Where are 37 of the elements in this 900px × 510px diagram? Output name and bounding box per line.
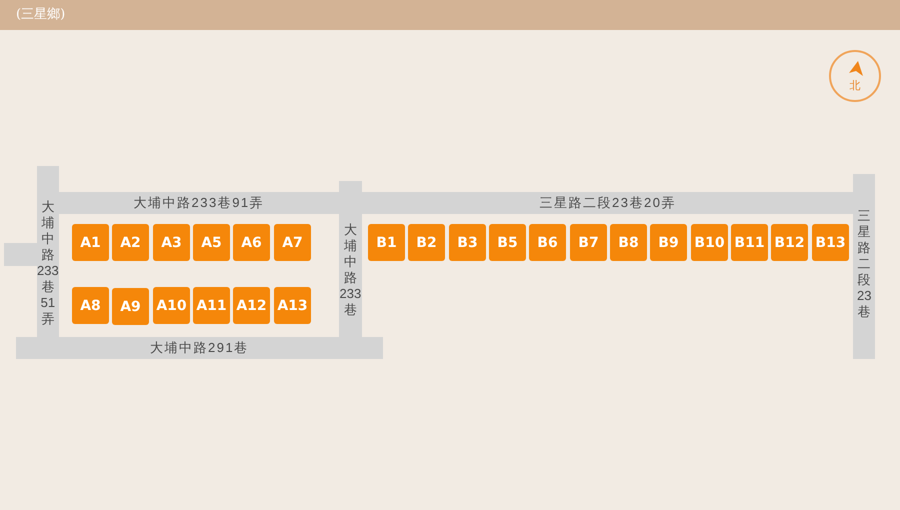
road	[853, 174, 875, 359]
housing-lot: A9	[112, 288, 149, 325]
road-name: 大埔中路233巷	[340, 222, 362, 318]
road-name: 三星路二段23巷20弄	[540, 195, 676, 211]
housing-lot: A2	[112, 224, 149, 261]
housing-lot: A8	[72, 287, 109, 324]
housing-lot: B8	[610, 224, 647, 261]
road	[339, 181, 362, 337]
housing-lot: B5	[489, 224, 526, 261]
housing-lot: A3	[153, 224, 190, 261]
road	[4, 166, 59, 337]
housing-lot: B11	[731, 224, 768, 261]
compass-ring	[829, 50, 881, 102]
housing-lot: B3	[449, 224, 486, 261]
housing-lot: B10	[691, 224, 728, 261]
housing-lot: A1	[72, 224, 109, 261]
road	[16, 337, 383, 359]
housing-lot: B13	[812, 224, 849, 261]
housing-lot: B9	[650, 224, 687, 261]
road-name: 三星路二段23巷	[857, 208, 872, 320]
road-name: 大埔中路233巷91弄	[134, 195, 264, 211]
housing-lot: B1	[368, 224, 405, 261]
page-title: (三星鄉)	[16, 6, 66, 23]
housing-lot: A6	[233, 224, 270, 261]
housing-lot: A12	[233, 287, 270, 324]
housing-lot: B12	[771, 224, 808, 261]
housing-lot: A11	[193, 287, 230, 324]
road-name: 大埔中路233巷51弄	[37, 199, 59, 327]
housing-lot: A13	[274, 287, 311, 324]
housing-lot: A5	[193, 224, 230, 261]
direction-label: 北	[848, 79, 862, 92]
housing-lot: A10	[153, 287, 190, 324]
housing-lot: A7	[274, 224, 311, 261]
housing-lot: B7	[570, 224, 607, 261]
road-name: 大埔中路291巷	[150, 340, 249, 356]
housing-lot: B2	[408, 224, 445, 261]
housing-lot: B6	[529, 224, 566, 261]
